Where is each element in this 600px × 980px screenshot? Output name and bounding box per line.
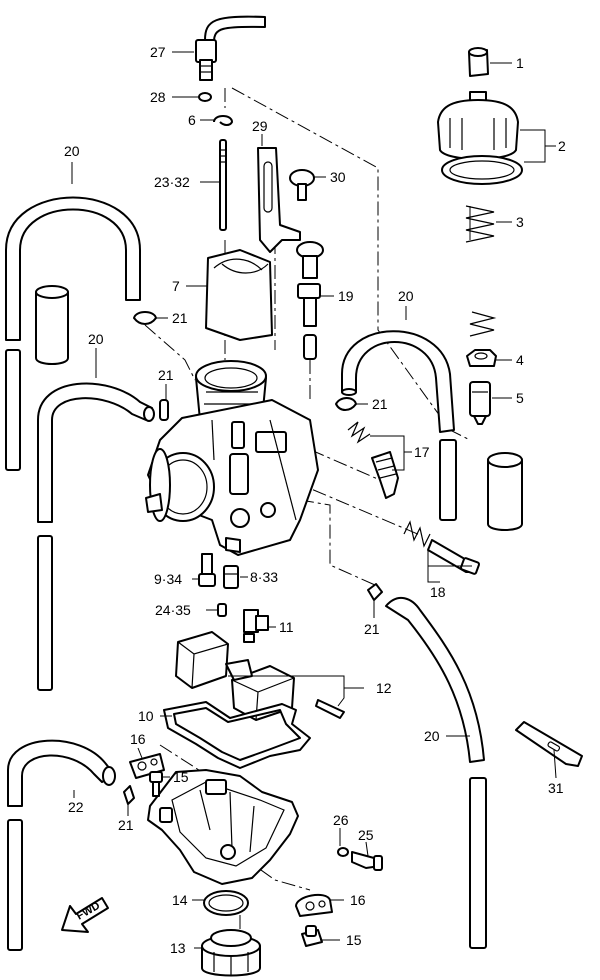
label-16a: 16 [130,731,146,747]
part-21-clamp-c [335,397,357,411]
part-8-jet [223,565,239,589]
label-21c: 21 [372,396,388,412]
part-3-spring [465,205,497,337]
part-22-hose [7,739,116,807]
part-26-washer [337,847,349,857]
fwd-arrow-icon: FWD [61,897,109,933]
part-6-clip [213,115,233,126]
label-25: 25 [358,827,374,843]
label-20b: 20 [88,331,104,347]
part-22-hose-segment [7,819,23,951]
label-17: 17 [414,444,430,460]
leader-lines [71,51,557,949]
label-21d: 21 [364,621,380,637]
part-20-hose-left-top [5,196,141,341]
part-4-nut [466,349,497,367]
part-11-pin [243,609,269,643]
label-3: 3 [516,214,524,230]
label-30: 30 [330,169,346,185]
float-bowl [147,769,299,885]
part-25-drain-screw [351,851,383,871]
part-18-adjust-screw [403,520,481,575]
label-14: 14 [172,892,188,908]
part-19-adjuster [296,241,324,360]
label-24-35: 24·35 [155,602,191,618]
label-10: 10 [138,708,154,724]
part-31-bracket [515,721,583,767]
part-20-hose-left-segment [5,349,21,471]
part-21-clamp-d [367,583,383,601]
part-20-hose-right-segment [439,439,457,521]
part-27-cable-fitting [195,15,266,81]
label-20a: 20 [64,143,80,159]
label-27: 27 [150,44,166,60]
part-7-throttle-valve [205,249,273,341]
part-5-valve [469,381,491,425]
label-9-34: 9·34 [154,571,182,587]
label-5: 5 [516,390,524,406]
part-28-o-ring [198,92,212,102]
label-15a: 15 [173,769,189,785]
part-20-cylinder-right [487,452,523,531]
label-11: 11 [279,619,294,635]
label-4: 4 [516,352,524,368]
label-7: 7 [172,278,180,294]
label-2: 2 [558,138,566,154]
label-1: 1 [516,55,524,71]
part-21-clamp-a [133,311,157,325]
part-23-needle [219,139,227,231]
part-9-jet [198,553,216,587]
label-28: 28 [150,89,166,105]
label-23-32: 23·32 [154,174,190,190]
label-21e: 21 [118,817,134,833]
label-16b: 16 [350,892,366,908]
part-10-gasket [163,701,311,769]
part-20-hose-right [341,330,455,433]
label-22: 22 [68,799,84,815]
carburetor-body [145,360,319,556]
part-20-hose-lower-right-segment [469,777,487,949]
part-13-drain-plug [201,929,261,977]
part-20-hose-lower-right [385,596,485,763]
part-29-needle-plate [257,147,301,253]
label-8-33: 8·33 [250,569,278,585]
label-29: 29 [252,118,268,134]
part-17-spring-screw [347,421,399,499]
label-19: 19 [338,288,354,304]
part-24-washer [217,603,227,617]
part-20-hose-left-lower [37,535,53,691]
label-31: 31 [548,780,564,796]
part-21-clamp-b [159,399,169,421]
part-20-hose-left-mid [37,382,155,523]
part-2-top-cap [437,91,523,185]
part-16-bracket-b [295,893,333,917]
part-21-clamp-e [123,785,135,805]
label-21a: 21 [172,310,188,326]
label-6: 6 [188,112,196,128]
label-20c: 20 [398,288,414,304]
part-15-screw-b [301,925,323,947]
label-21b: 21 [158,367,174,383]
part-20-cylinder-left [35,285,69,365]
label-13: 13 [170,940,186,956]
part-labels: 1 2 3 4 5 6 7 8·33 9·34 10 11 12 13 14 1… [64,44,566,956]
part-14-o-ring [203,890,249,916]
part-30-screw [289,169,315,201]
label-26: 26 [333,812,349,828]
label-12: 12 [376,680,392,696]
part-1-cap [468,47,489,77]
label-15b: 15 [346,932,362,948]
label-20d: 20 [424,728,440,744]
label-18: 18 [430,584,446,600]
